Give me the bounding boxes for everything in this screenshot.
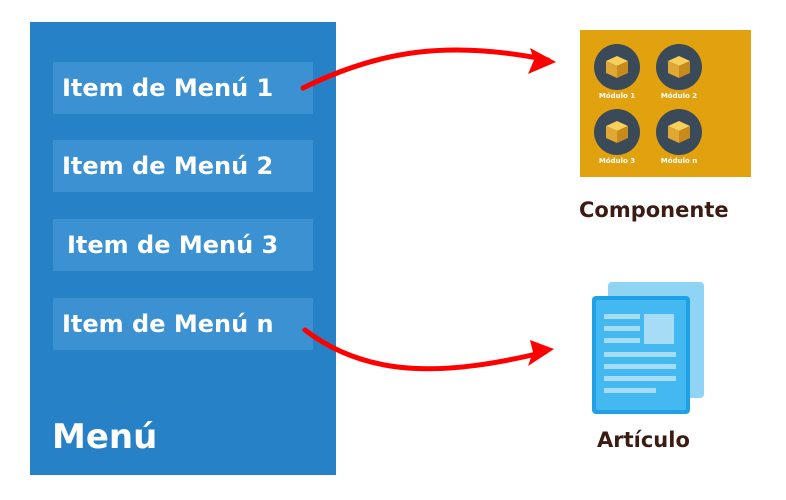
menu-panel: Item de Menú 1 Item de Menú 2 Item de Me… [30,22,336,475]
arrow-to-component-head [528,48,556,74]
module-1-label: Módulo 1 [598,92,636,100]
module-n-label: Módulo n [660,157,698,165]
menu-item-3[interactable]: Item de Menú 3 [53,219,313,271]
article-caption: Artículo [597,428,690,452]
module-2-label: Módulo 2 [660,92,698,100]
module-2: Módulo 2 [647,44,711,100]
module-2-circle [656,44,702,90]
module-3-label: Módulo 3 [598,157,636,165]
module-n: Módulo n [647,109,711,165]
arrow-to-component [300,47,551,91]
menu-title: Menú [52,417,158,457]
article-document-icon [592,282,704,414]
arrow-to-article-head [528,340,554,366]
arrow-to-article [302,327,548,372]
box-icon [606,121,628,143]
module-3: Módulo 3 [585,109,649,165]
module-3-circle [594,109,640,155]
menu-item-2[interactable]: Item de Menú 2 [53,140,313,192]
module-1: Módulo 1 [585,44,649,100]
menu-item-n[interactable]: Item de Menú n [53,298,313,350]
box-icon [668,56,690,78]
box-icon [606,56,628,78]
component-caption: Componente [579,198,729,222]
menu-item-1[interactable]: Item de Menú 1 [53,62,313,114]
box-icon [668,121,690,143]
module-1-circle [594,44,640,90]
component-box: Módulo 1 Módulo 2 Módulo 3 [580,30,751,177]
module-n-circle [656,109,702,155]
